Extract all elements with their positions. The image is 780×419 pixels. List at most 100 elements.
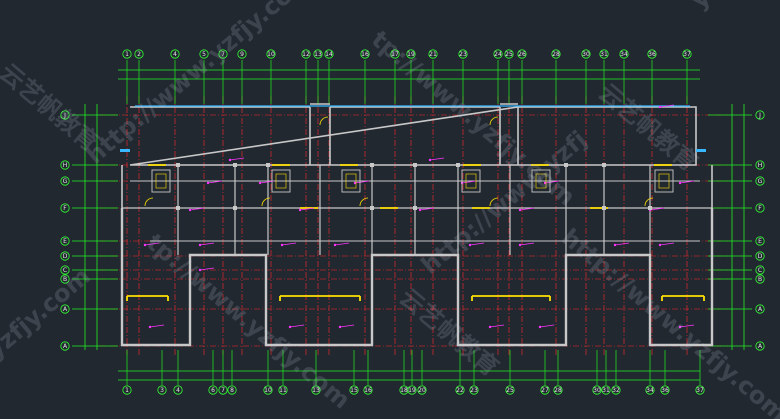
- fixture-symbol: [199, 242, 215, 246]
- axis-bubble: 37: [682, 49, 692, 59]
- fixture-symbol: [613, 243, 617, 247]
- shaft-box: [531, 169, 551, 193]
- shaft-box: [654, 169, 674, 193]
- axis-bubble-label: 5: [202, 51, 206, 58]
- axis-bubble-label: H: [758, 162, 763, 169]
- axis-bubble-label: B: [63, 276, 67, 283]
- wall: [121, 165, 713, 208]
- column: [602, 163, 606, 167]
- axis-bubble-label: A: [758, 306, 763, 313]
- window-marker: [120, 149, 130, 152]
- axis-bubble: 18: [399, 385, 409, 395]
- fixture-symbol: [229, 157, 245, 161]
- shaft-inner: [535, 173, 547, 189]
- fixture-symbol: [339, 324, 355, 328]
- wall: [309, 107, 519, 165]
- column: [602, 206, 606, 210]
- axis-bubble: 6: [208, 385, 218, 395]
- fixture-symbol: [148, 325, 152, 329]
- axis-bubble: J: [755, 110, 765, 120]
- column: [233, 163, 237, 167]
- axis-bubble-label: 19: [407, 51, 415, 58]
- fixture-symbol: [207, 180, 223, 184]
- column: [648, 206, 652, 210]
- fixture-symbol: [649, 207, 665, 211]
- fixture-symbol: [149, 324, 165, 328]
- axis-bubble-label: 13: [312, 387, 320, 394]
- axis-bubble-label: E: [758, 238, 762, 245]
- axis-bubble-label: 15: [350, 387, 358, 394]
- fixture-symbol: [469, 242, 485, 246]
- axis-bubble-label: 36: [661, 387, 669, 394]
- column: [176, 163, 180, 167]
- axis-bubble: B: [60, 274, 70, 284]
- door-swing: [319, 116, 329, 126]
- shaft-inner: [465, 173, 477, 189]
- axis-bubble-label: 37: [696, 387, 704, 394]
- shaft-box: [271, 169, 291, 193]
- fixture-symbol: [658, 105, 662, 109]
- axis-bubble-label: 14: [325, 51, 333, 58]
- fixture-symbol: [419, 207, 435, 211]
- fixture-symbol: [143, 243, 147, 247]
- fixture-symbol: [614, 242, 630, 246]
- shaft-inner: [275, 173, 287, 189]
- fixture-symbol: [354, 180, 370, 184]
- fixture-symbol: [288, 325, 292, 329]
- axis-bubble: 3: [157, 385, 167, 395]
- axis-bubble-label: 25: [506, 387, 514, 394]
- fixtures-layer: [120, 104, 706, 329]
- fixture-symbol: [544, 180, 560, 184]
- axis-bubble-label: 16: [361, 51, 369, 58]
- axis-bubble: 26: [517, 49, 527, 59]
- fixture-symbol: [338, 325, 342, 329]
- fixture-symbol: [198, 243, 202, 247]
- fixture-symbol: [428, 158, 432, 162]
- axis-bubble-label: 12: [302, 51, 310, 58]
- axis-bubble-label: 7: [221, 387, 225, 394]
- column: [564, 163, 568, 167]
- shaft-box: [151, 169, 171, 193]
- axis-bubble: 24: [493, 49, 503, 59]
- axis-bubble-label: 25: [505, 51, 513, 58]
- axis-bubble: 36: [660, 385, 670, 395]
- axis-bubble-label: G: [63, 178, 68, 185]
- axis-bubble: 36: [647, 49, 657, 59]
- axis-bubble-label: 26: [518, 51, 526, 58]
- axis-bubble-label: A: [63, 306, 68, 313]
- axis-bubble: H: [60, 160, 70, 170]
- fixture-symbol: [519, 207, 535, 211]
- axis-bubble: 34: [619, 49, 629, 59]
- fixture-symbol: [658, 243, 662, 247]
- walls-layer: [120, 103, 714, 347]
- axis-bubble: 32: [611, 385, 621, 395]
- fixture-symbol: [228, 158, 232, 162]
- axis-bubble-label: H: [63, 162, 68, 169]
- door-swing: [144, 197, 154, 207]
- fixture-symbol: [418, 208, 422, 212]
- fixture-symbol: [678, 181, 682, 185]
- fixture-symbol: [468, 243, 472, 247]
- fixture-symbol: [488, 325, 492, 329]
- axis-bubble: 23: [469, 385, 479, 395]
- axis-bubble-label: C: [63, 267, 67, 274]
- axis-bubble-label: 4: [173, 51, 177, 58]
- fixture-symbol: [489, 324, 505, 328]
- axis-bubble: A: [755, 341, 765, 351]
- axis-bubble: 13: [311, 385, 321, 395]
- axis-bubble: C: [60, 265, 70, 275]
- axis-bubble-label: 7: [221, 51, 225, 58]
- fixture-symbol: [518, 243, 522, 247]
- axis-bubble-label: 21: [429, 51, 437, 58]
- axis-bubble: 16: [363, 385, 373, 395]
- axis-bubble-label: A: [63, 343, 68, 350]
- axis-bubble: 27: [540, 385, 550, 395]
- axis-bubble: A: [755, 304, 765, 314]
- balcony-rail: [661, 295, 705, 301]
- axis-bubble: D: [60, 251, 70, 261]
- axis-bubble-label: 24: [494, 51, 502, 58]
- fixture-symbol: [289, 324, 305, 328]
